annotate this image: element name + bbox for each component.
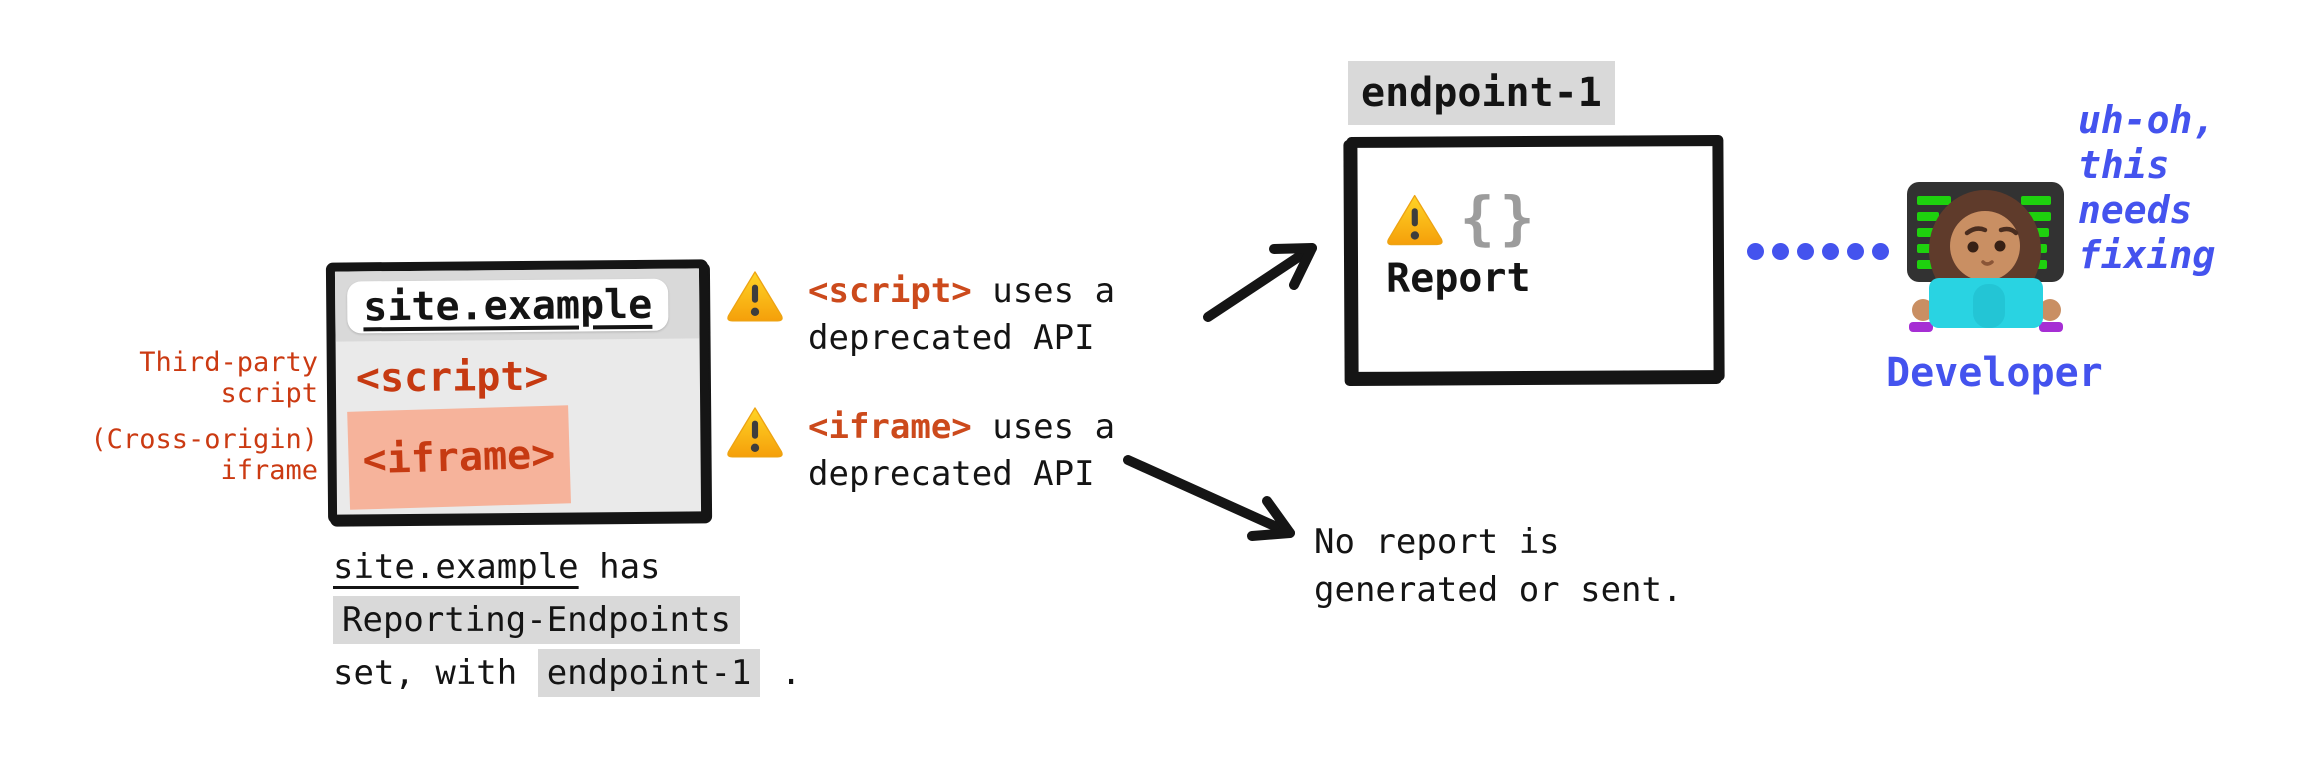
- report-box: {} Report: [1346, 135, 1725, 383]
- third-party-script-label: Third-party script: [139, 347, 318, 409]
- arrow-to-report-icon: [1203, 243, 1317, 322]
- warning-iframe-tag: <iframe>: [808, 407, 972, 447]
- caption: site.example has Reporting-Endpoints set…: [333, 541, 801, 700]
- site-url: site.example: [363, 281, 653, 331]
- warning-line2: deprecated API: [808, 318, 1095, 358]
- label-line: (Cross-origin): [90, 424, 318, 455]
- cross-origin-iframe-label: (Cross-origin) iframe: [90, 424, 318, 486]
- warning-line2: deprecated API: [808, 454, 1095, 494]
- url-bar: site.example: [347, 278, 669, 334]
- browser-chrome: site.example: [334, 268, 700, 342]
- dot: [1822, 243, 1839, 260]
- label-line: iframe: [220, 455, 318, 486]
- no-report-text: No report is generated or sent.: [1314, 518, 1682, 614]
- warning-script-tag: <script>: [808, 271, 972, 311]
- dot: [1747, 243, 1764, 260]
- script-warning-row: <script> uses a deprecated API: [726, 268, 1115, 362]
- thought-line: fixing: [2078, 233, 2216, 277]
- warning-rest: uses a: [971, 407, 1116, 447]
- caption-line-1: site.example has: [333, 541, 801, 594]
- arrow-to-no-report-icon: [1123, 455, 1295, 541]
- thought-line: needs: [2078, 188, 2193, 232]
- iframe-warning-row: <iframe> uses a deprecated API: [726, 404, 1115, 498]
- site-browser-window: site.example <script> <iframe>: [325, 259, 711, 524]
- woman-technologist-emoji: [1907, 182, 2064, 332]
- report-label: Report: [1385, 255, 1531, 302]
- thought-line: this: [2078, 143, 2170, 187]
- warning-icon: [727, 271, 783, 322]
- caption-line-2: Reporting-Endpoints: [333, 594, 801, 647]
- dot: [1772, 243, 1789, 260]
- caption-set-with: set, with: [333, 653, 538, 693]
- caption-line-3: set, with endpoint-1 .: [333, 647, 801, 700]
- iframe-tag-highlight: <iframe>: [347, 405, 571, 510]
- caption-period: .: [760, 653, 802, 693]
- script-warning-text: <script> uses a deprecated API: [808, 268, 1115, 362]
- developer-thought-text: uh-oh, this needs fixing: [2078, 98, 2215, 278]
- reporting-endpoints-chip: Reporting-Endpoints: [333, 596, 740, 644]
- browser-body: <script> <iframe>: [336, 338, 701, 514]
- endpoint-1-label: endpoint-1: [1348, 61, 1615, 125]
- developer-label: Developer: [1886, 350, 2103, 396]
- no-report-line2: generated or sent.: [1314, 570, 1683, 610]
- thought-line: uh-oh,: [2078, 98, 2216, 142]
- caption-site: site.example: [333, 547, 579, 587]
- caption-has: has: [578, 547, 661, 587]
- warning-icon: [1387, 194, 1443, 245]
- endpoint-chip: endpoint-1: [537, 649, 761, 697]
- label-line: script: [220, 378, 318, 409]
- script-tag: <script>: [355, 353, 549, 402]
- warning-icon: [727, 407, 783, 458]
- dot: [1872, 243, 1889, 260]
- iframe-warning-text: <iframe> uses a deprecated API: [808, 404, 1115, 498]
- json-braces-icon: {}: [1459, 183, 1540, 253]
- iframe-tag: <iframe>: [361, 431, 556, 484]
- dot: [1847, 243, 1864, 260]
- no-report-line1: No report is: [1314, 522, 1560, 562]
- warning-rest: uses a: [971, 271, 1116, 311]
- dotted-line: [1747, 243, 1889, 260]
- dot: [1797, 243, 1814, 260]
- label-line: Third-party: [139, 347, 318, 378]
- report-row: {}: [1386, 183, 1713, 253]
